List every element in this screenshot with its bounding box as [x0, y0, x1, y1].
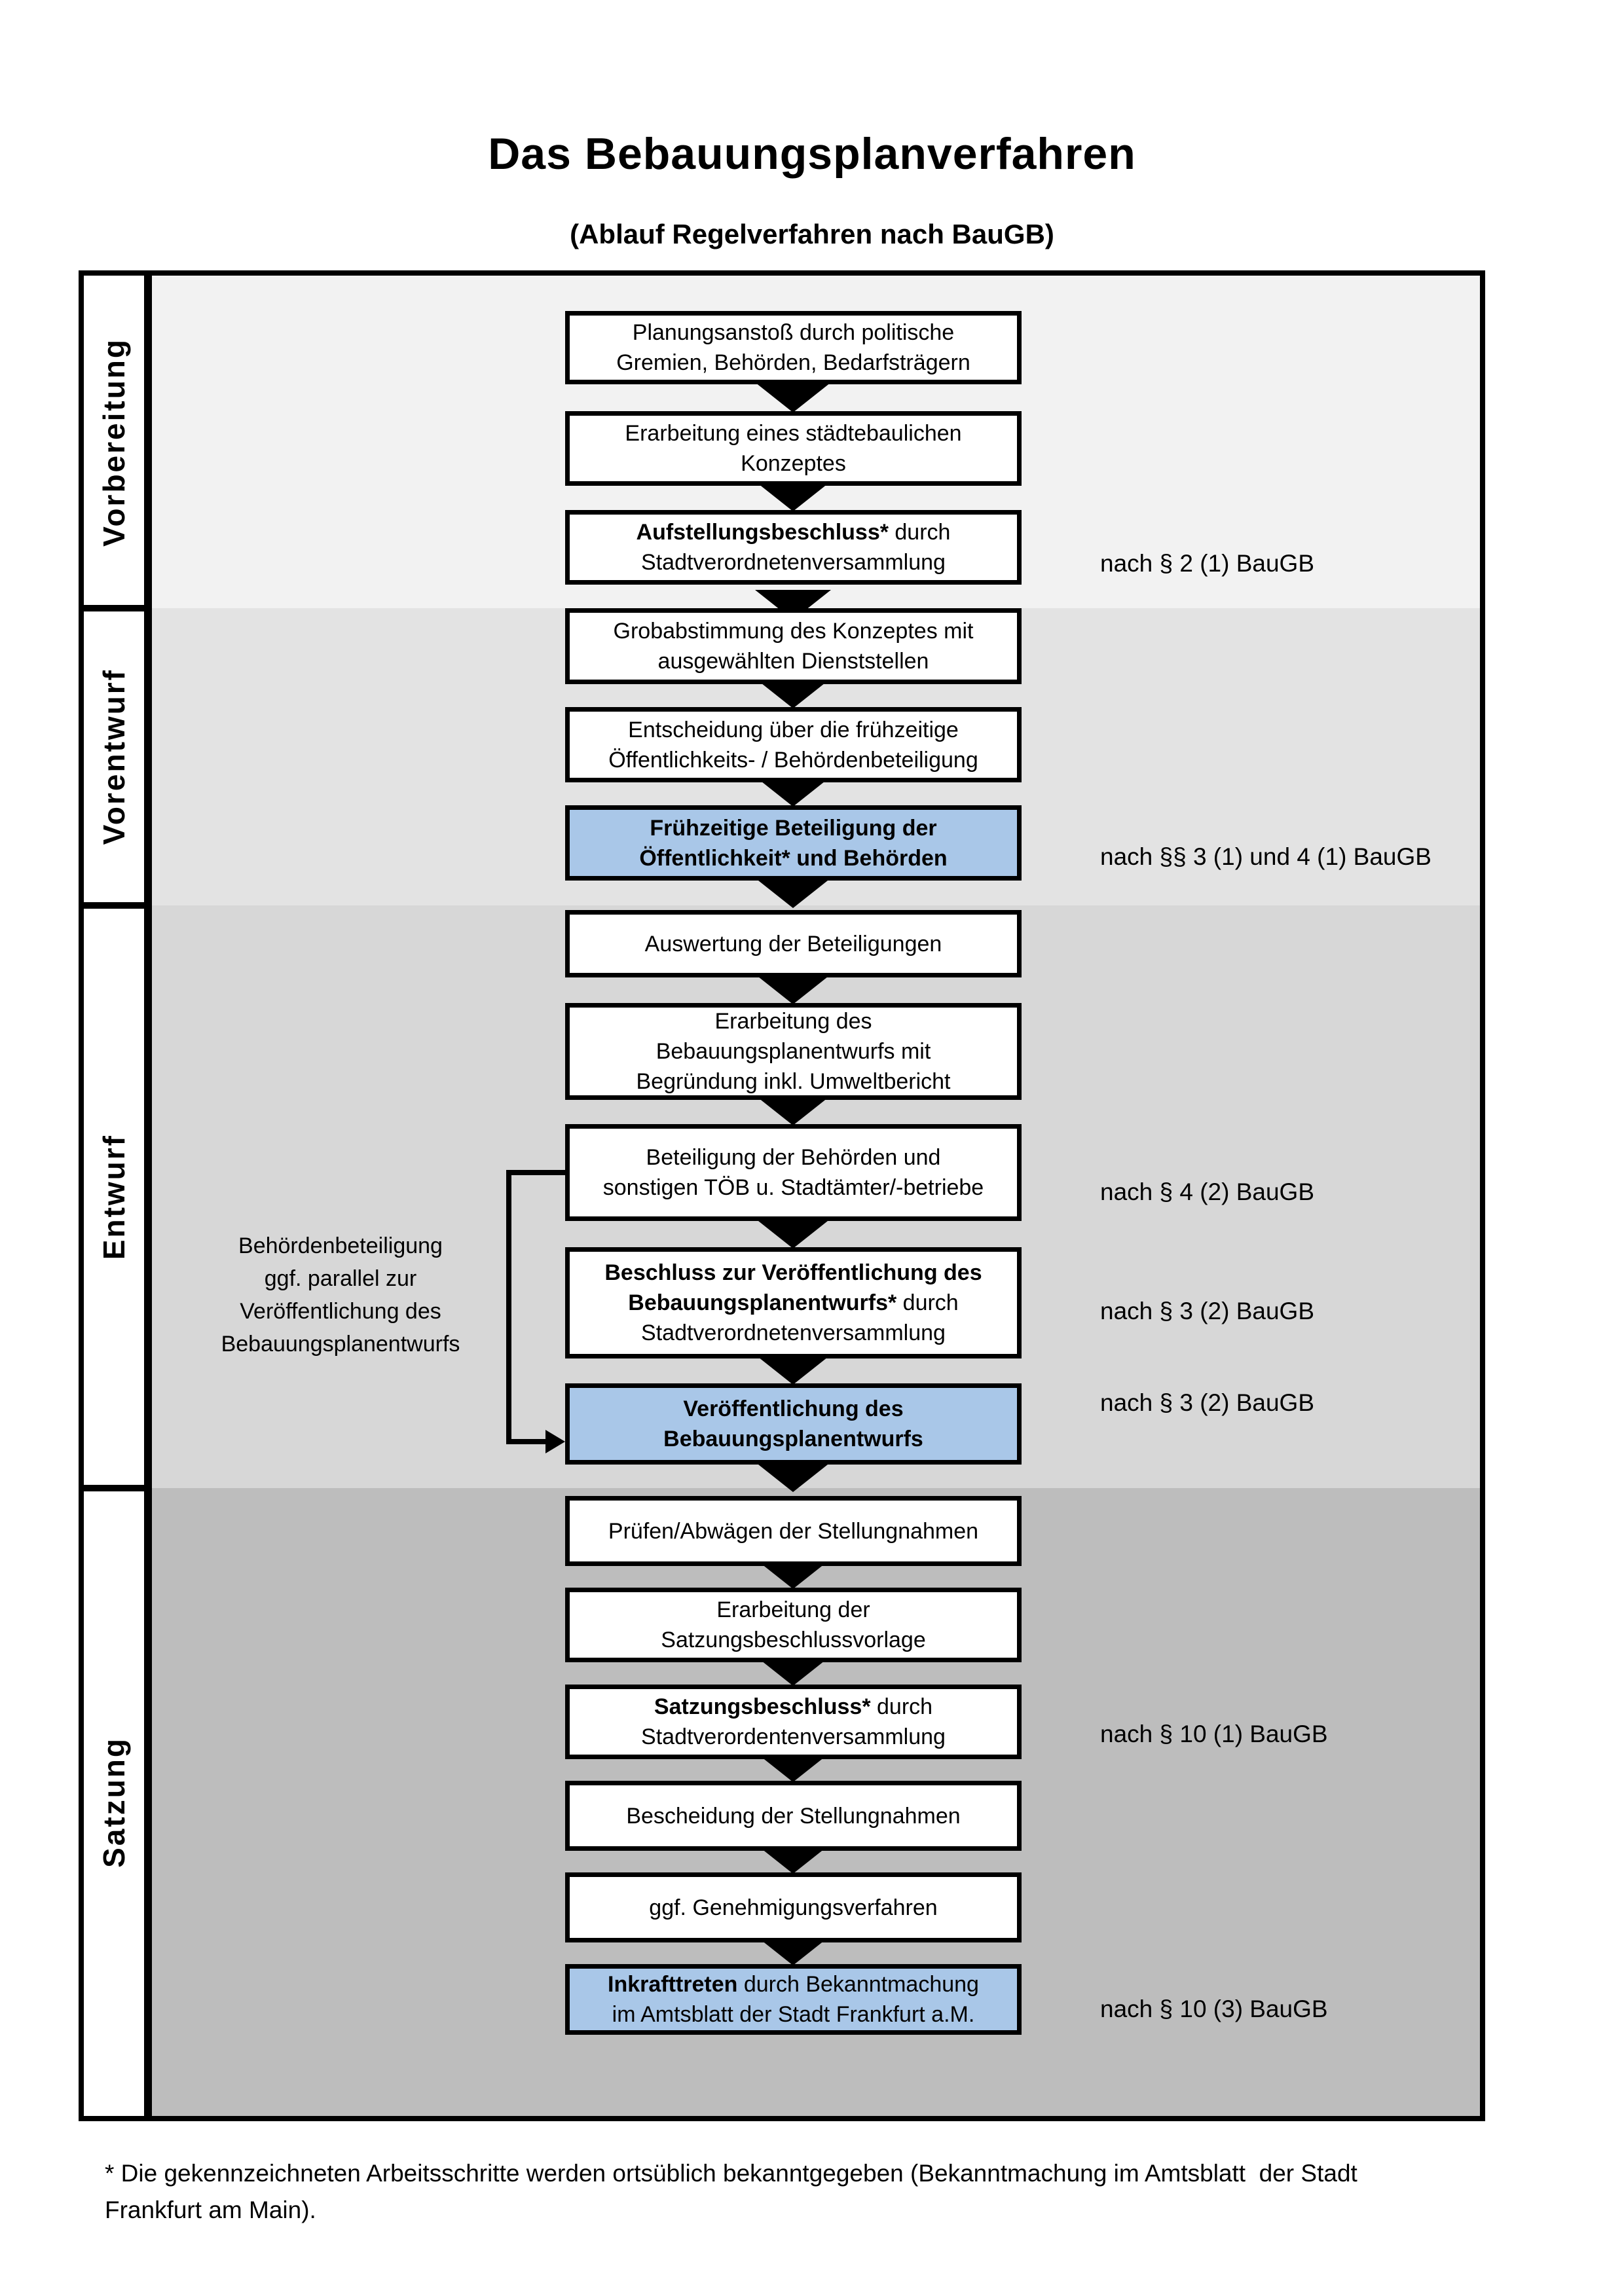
flowchart-frame [79, 270, 1485, 2121]
footnote-line: * Die gekennzeichneten Arbeitsschritte w… [105, 2160, 1357, 2187]
flow-box-inkrafttreten: Inkrafttreten durch Bekanntmachung im Am… [565, 1964, 1022, 2035]
box-text-line: sonstigen TÖB u. Stadtämter/-betriebe [602, 1175, 984, 1200]
box-text-line: Veröffentlichung des [683, 1396, 904, 1421]
phase-label-column [84, 276, 144, 2116]
box-text-line: Inkrafttreten durch Bekanntmachung [608, 1969, 979, 1999]
box-text-line: Beteiligung der Behörden und [646, 1145, 941, 1170]
box-text-bold: Inkrafttreten [608, 1972, 738, 1997]
flow-box-fruehzeitige-beteiligung: Frühzeitige Beteiligung der Öffentlichke… [565, 805, 1022, 881]
arrow-down-icon [755, 974, 831, 1004]
flow-box-beteiligung-behoerden: Beteiligung der Behörden und sonstigen T… [565, 1124, 1022, 1221]
box-text-line: Stadtverordnetenversammlung [641, 1321, 946, 1345]
legal-reference: nach § 3 (2) BauGB [1100, 1389, 1315, 1416]
box-text-line: Gremien, Behörden, Bedarfsträgern [616, 350, 970, 375]
box-text-regular: durch [870, 1694, 933, 1719]
flow-box-aufstellungsbeschluss: Aufstellungsbeschluss* durch Stadtverord… [565, 510, 1022, 585]
flow-box-genehmigungsverfahren: ggf. Genehmigungsverfahren [565, 1872, 1022, 1942]
box-text-line: Entscheidung über die frühzeitige [628, 717, 959, 742]
box-text-bold: Aufstellungsbeschluss* [636, 520, 889, 545]
legal-reference: nach § 2 (1) BauGB [1100, 550, 1315, 577]
box-text-line: Erarbeitung eines städtebaulichen [625, 421, 962, 446]
annotation-line: Veröffentlichung des [240, 1299, 441, 1324]
box-text-regular: durch [888, 520, 951, 545]
box-text-bold: Beschluss zur Veröffentlichung des [604, 1260, 982, 1285]
box-text-line: Begründung inkl. Umweltbericht [636, 1069, 951, 1094]
connector-arrow-right-icon [545, 1430, 565, 1453]
box-text-line: Bebauungsplanentwurfs mit [655, 1039, 931, 1064]
footnote: * Die gekennzeichneten Arbeitsschritte w… [105, 2155, 1545, 2229]
box-text-line: Stadtverordnetenversammlung [641, 550, 946, 575]
box-text-regular: durch [896, 1290, 959, 1315]
arrow-down-icon [755, 878, 831, 908]
arrow-down-icon [755, 481, 831, 511]
flow-box-grobabstimmung: Grobabstimmung des Konzeptes mit ausgewä… [565, 608, 1022, 684]
box-text-line: Aufstellungsbeschluss* durch [637, 517, 951, 547]
box-text-line: Frühzeitige Beteiligung der [650, 815, 937, 841]
arrow-down-icon [755, 382, 831, 412]
footnote-line: Frankfurt am Main). [105, 2196, 316, 2223]
flow-box-erarbeitung-entwurf: Erarbeitung des Bebauungsplanentwurfs mi… [565, 1003, 1022, 1100]
arrow-down-icon [755, 1355, 831, 1385]
annotation-line: Behördenbeteiligung [238, 1233, 443, 1258]
box-text-line: Konzeptes [741, 451, 846, 476]
flow-box-entscheidung: Entscheidung über die frühzeitige Öffent… [565, 707, 1022, 782]
arrow-down-icon [755, 1462, 831, 1492]
box-text-line: Prüfen/Abwägen der Stellungnahmen [608, 1518, 979, 1544]
flow-box-bescheidung: Bescheidung der Stellungnahmen [565, 1781, 1022, 1851]
box-text-line: Öffentlichkeit* und Behörden [639, 845, 948, 871]
legal-reference: nach §§ 3 (1) und 4 (1) BauGB [1100, 843, 1431, 870]
box-text-line: Bebauungsplanentwurfs [663, 1427, 923, 1451]
box-text-line: Erarbeitung der [716, 1597, 870, 1622]
box-text-line: Erarbeitung des [714, 1009, 872, 1034]
legal-reference: nach § 3 (2) BauGB [1100, 1298, 1315, 1324]
connector-line-vertical [506, 1170, 511, 1444]
box-text-bold: Satzungsbeschluss* [654, 1694, 871, 1719]
flow-box-satzungsbeschlussvorlage: Erarbeitung der Satzungsbeschlussvorlage [565, 1588, 1022, 1662]
phase-divider [84, 902, 144, 909]
annotation-line: ggf. parallel zur [264, 1266, 417, 1291]
page-subtitle: (Ablauf Regelverfahren nach BauGB) [570, 219, 1054, 249]
annotation-line: Bebauungsplanentwurfs [221, 1332, 460, 1357]
flow-box-veroeffentlichung: Veröffentlichung des Bebauungsplanentwur… [565, 1383, 1022, 1465]
flow-box-beschluss-veroeffentlichung: Beschluss zur Veröffentlichung des Bebau… [565, 1247, 1022, 1358]
phase-divider [84, 605, 144, 611]
parallel-annotation: Behördenbeteiligung ggf. parallel zur Ve… [157, 1230, 524, 1360]
flow-box-pruefen-abwaegen: Prüfen/Abwägen der Stellungnahmen [565, 1496, 1022, 1566]
flow-box-staedtebauliches-konzept: Erarbeitung eines städtebaulichen Konzep… [565, 411, 1022, 486]
box-text-line: Planungsanstoß durch politische [632, 320, 955, 345]
box-text-line: Satzungsbeschlussvorlage [661, 1628, 926, 1652]
legal-reference: nach § 4 (2) BauGB [1100, 1178, 1315, 1205]
box-text-regular: durch Bekanntmachung [737, 1972, 979, 1997]
connector-line-top [506, 1170, 565, 1175]
box-text-line: Bebauungsplanentwurfs* durch [604, 1288, 982, 1318]
box-text-line: im Amtsblatt der Stadt Frankfurt a.M. [612, 2002, 975, 2027]
connector-line-bottom [506, 1439, 547, 1444]
legal-reference: nach § 10 (3) BauGB [1100, 1995, 1328, 2022]
flow-box-auswertung: Auswertung der Beteiligungen [565, 910, 1022, 977]
arrow-down-icon [755, 1095, 831, 1125]
arrow-down-icon [755, 1218, 831, 1248]
box-text-line: Stadtverordentenversammlung [641, 1724, 946, 1749]
box-text-line: Öffentlichkeits- / Behördenbeteiligung [608, 747, 978, 773]
flow-box-planungsanstoss: Planungsanstoß durch politische Gremien,… [565, 311, 1022, 384]
box-text-line: Bescheidung der Stellungnahmen [626, 1803, 961, 1829]
legal-reference: nach § 10 (1) BauGB [1100, 1721, 1328, 1747]
phase-divider [84, 1485, 144, 1491]
label-column-divider [144, 276, 152, 2116]
box-text-line: Satzungsbeschluss* durch [641, 1692, 946, 1722]
box-text-line: ggf. Genehmigungsverfahren [649, 1895, 938, 1920]
box-text-bold: Bebauungsplanentwurfs* [628, 1290, 897, 1315]
box-text-line: Beschluss zur Veröffentlichung des [604, 1258, 982, 1288]
box-text-line: ausgewählten Dienststellen [657, 649, 929, 674]
box-text-line: Grobabstimmung des Konzeptes mit [613, 619, 974, 644]
flow-box-satzungsbeschluss: Satzungsbeschluss* durch Stadtverordente… [565, 1685, 1022, 1759]
box-text-line: Auswertung der Beteiligungen [644, 931, 942, 957]
page-title: Das Bebauungsplanverfahren [488, 129, 1136, 179]
